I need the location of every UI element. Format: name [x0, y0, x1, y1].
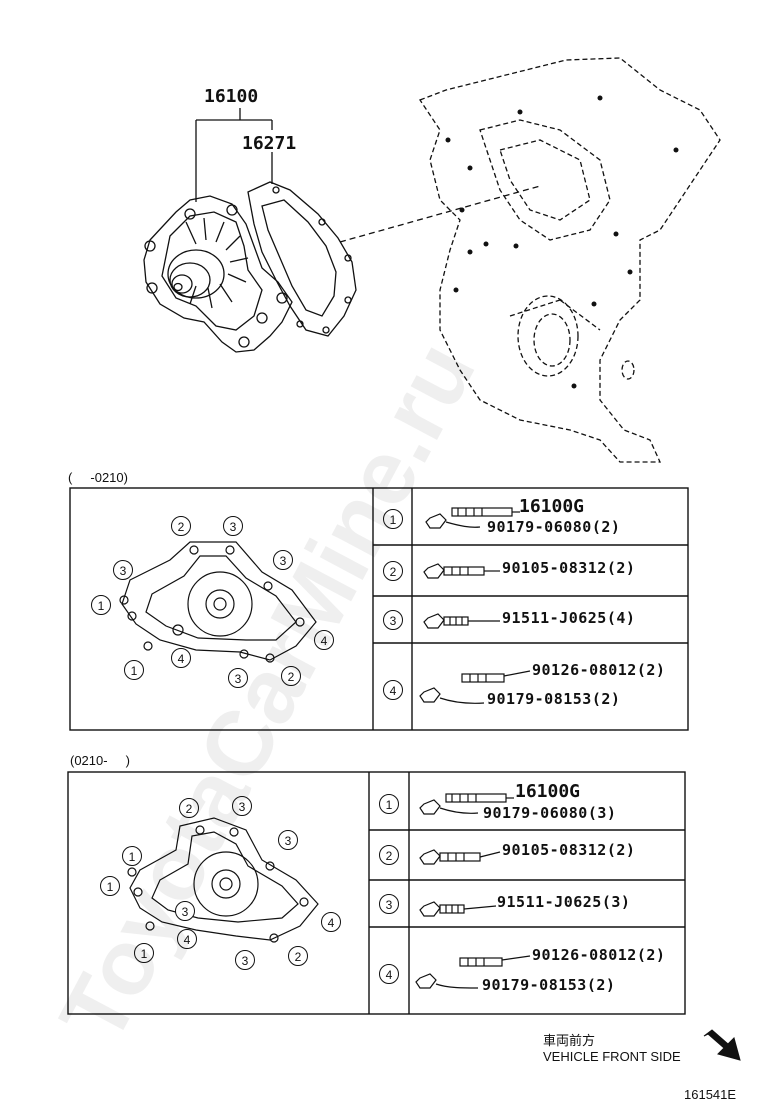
- t1-diagram-callout-4[interactable]: 4: [314, 630, 334, 650]
- table2-frame: [67, 771, 686, 1015]
- t1-diagram-callout-3[interactable]: 3: [113, 560, 133, 580]
- t2-row-number-2: 2: [379, 845, 399, 865]
- t2-diagram-callout-2[interactable]: 2: [288, 946, 308, 966]
- t2-diagram-callout-3[interactable]: 3: [235, 950, 255, 970]
- t1-diagram-callout-3[interactable]: 3: [273, 550, 293, 570]
- t2-diagram-callout-3[interactable]: 3: [175, 901, 195, 921]
- t2-diagram-callout-2[interactable]: 2: [179, 798, 199, 818]
- t1-part-16100G[interactable]: 16100G: [519, 496, 585, 517]
- figure-id: 161541E: [684, 1087, 737, 1102]
- t2-row-number-4: 4: [379, 964, 399, 984]
- t2-diagram-callout-1[interactable]: 1: [100, 876, 120, 896]
- main-diagram-art: [143, 57, 721, 463]
- t1-diagram-callout-4[interactable]: 4: [171, 648, 191, 668]
- t2-diagram-callout-4[interactable]: 4: [321, 912, 341, 932]
- t1-diagram-callout-2[interactable]: 2: [281, 666, 301, 686]
- t2-row-number-3: 3: [379, 894, 399, 914]
- t1-diagram-callout-3[interactable]: 3: [228, 668, 248, 688]
- t1-diagram-callout-1[interactable]: 1: [124, 660, 144, 680]
- t1-diagram-callout-3[interactable]: 3: [223, 516, 243, 536]
- part-number-water-pump[interactable]: 16100: [204, 86, 259, 107]
- t2-part-90179-06080[interactable]: 90179-06080(3): [483, 804, 617, 822]
- t2-row-number-1: 1: [379, 794, 399, 814]
- vehicle-front-label-jp: 車両前方: [543, 1033, 596, 1048]
- part-number-gasket[interactable]: 16271: [242, 133, 297, 154]
- t2-part-90179-08153[interactable]: 90179-08153(2): [482, 976, 616, 994]
- table2-range-label: (0210- ): [70, 753, 130, 768]
- t1-part-90179-06080[interactable]: 90179-06080(2): [487, 518, 621, 536]
- t2-part-90105-08312[interactable]: 90105-08312(2): [502, 841, 636, 859]
- t1-diagram-callout-2[interactable]: 2: [171, 516, 191, 536]
- t1-row-number-1: 1: [383, 509, 403, 529]
- t2-part-16100G[interactable]: 16100G: [515, 781, 581, 802]
- t2-part-90126-08012[interactable]: 90126-08012(2): [532, 946, 666, 964]
- t1-row-number-2: 2: [383, 561, 403, 581]
- t1-row-number-3: 3: [383, 610, 403, 630]
- table1-range-label: ( -0210): [68, 470, 128, 485]
- t2-diagram-callout-4[interactable]: 4: [177, 929, 197, 949]
- t1-part-90105-08312[interactable]: 90105-08312(2): [502, 559, 636, 577]
- t1-diagram-callout-1[interactable]: 1: [91, 595, 111, 615]
- t1-row-number-4: 4: [383, 680, 403, 700]
- t2-diagram-callout-1[interactable]: 1: [122, 846, 142, 866]
- t2-diagram-callout-3[interactable]: 3: [232, 796, 252, 816]
- vehicle-front-label-en: VEHICLE FRONT SIDE: [543, 1049, 681, 1064]
- t1-part-90179-08153[interactable]: 90179-08153(2): [487, 690, 621, 708]
- table1-frame: [69, 487, 689, 731]
- t2-diagram-callout-3[interactable]: 3: [278, 830, 298, 850]
- t2-part-91511-J0625[interactable]: 91511-J0625(3): [497, 893, 631, 911]
- t2-diagram-callout-1[interactable]: 1: [134, 943, 154, 963]
- t1-part-90126-08012[interactable]: 90126-08012(2): [532, 661, 666, 679]
- t1-part-91511-J0625[interactable]: 91511-J0625(4): [502, 609, 636, 627]
